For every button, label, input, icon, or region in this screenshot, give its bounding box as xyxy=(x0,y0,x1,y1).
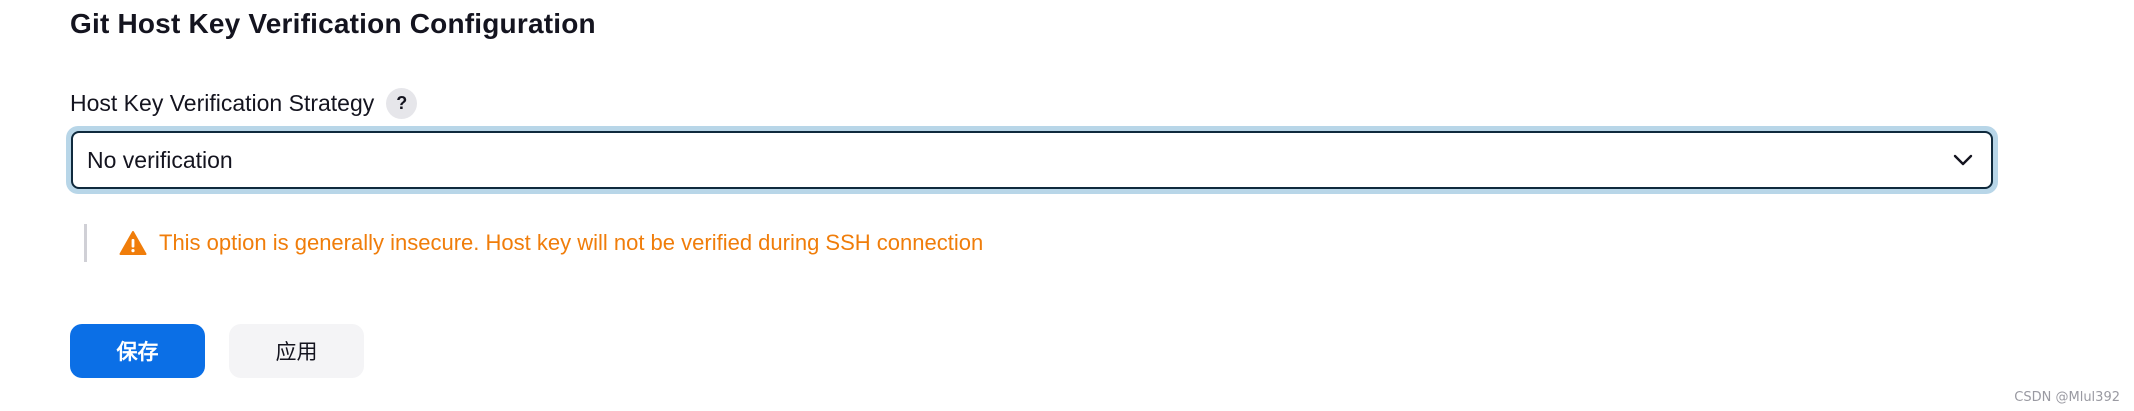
field-label: Host Key Verification Strategy xyxy=(70,90,375,116)
section-title: Git Host Key Verification Configuration xyxy=(70,8,596,39)
select-value: No verification xyxy=(87,146,233,173)
warning-text: This option is generally insecure. Host … xyxy=(159,230,984,255)
select-focus-ring: No verification xyxy=(66,126,1998,194)
warning-triangle-icon xyxy=(119,230,147,256)
field-label-row: Host Key Verification Strategy ? xyxy=(70,88,418,119)
form-actions: 保存 应用 xyxy=(70,324,364,378)
help-button[interactable]: ? xyxy=(386,88,418,119)
host-key-strategy-select[interactable]: No verification xyxy=(71,131,1993,189)
apply-button[interactable]: 应用 xyxy=(229,324,364,378)
chevron-down-icon xyxy=(1951,148,1975,172)
warning-message: This option is generally insecure. Host … xyxy=(84,224,983,262)
save-button[interactable]: 保存 xyxy=(70,324,205,378)
watermark: CSDN @Mlul392 xyxy=(2014,390,2120,405)
